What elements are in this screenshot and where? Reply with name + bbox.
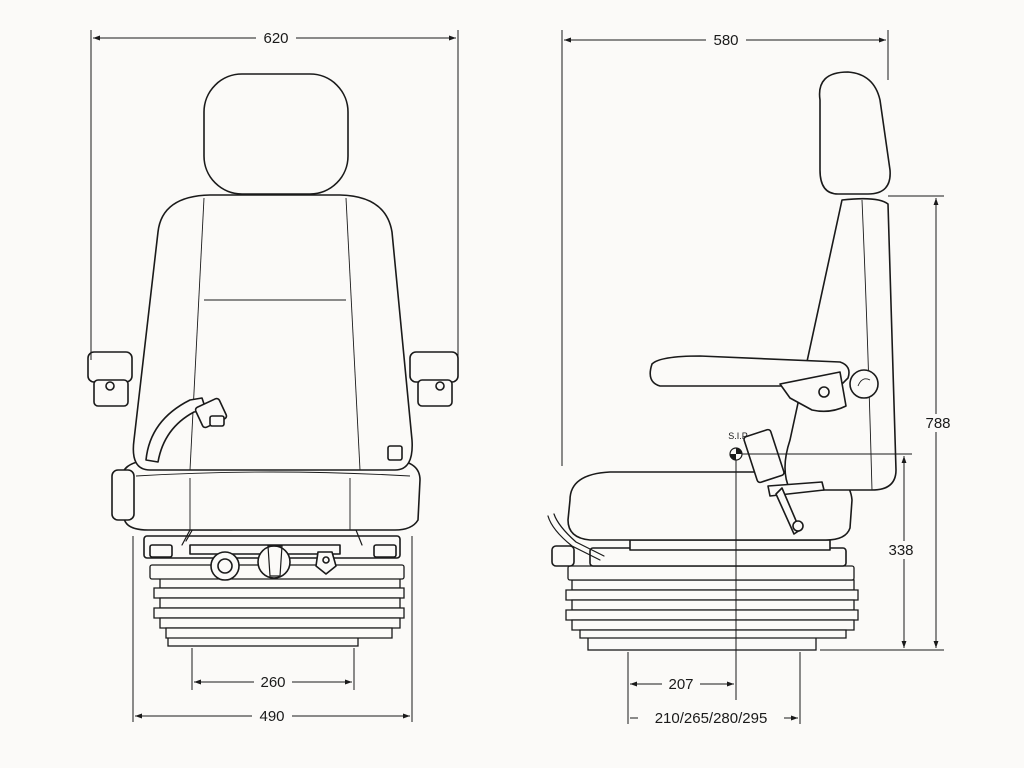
suspension-width-label: 260 xyxy=(260,674,285,691)
side-view xyxy=(547,71,897,651)
front-headrest xyxy=(203,73,349,195)
sip-marker-label: S.I.P xyxy=(728,431,748,441)
side-headrest xyxy=(818,71,891,195)
side-bellows xyxy=(565,565,859,651)
sip-height-label: 338 xyxy=(888,542,913,559)
side-belt-buckle xyxy=(743,428,825,535)
front-base-frame xyxy=(143,514,401,581)
overall-width-label: 620 xyxy=(263,30,288,47)
side-base-frame xyxy=(547,513,847,567)
sip-offset-label: 207 xyxy=(668,676,693,693)
front-bellows xyxy=(149,564,405,647)
seat-belt xyxy=(145,397,228,463)
front-backrest xyxy=(132,194,413,471)
side-backrest xyxy=(784,197,897,491)
front-view xyxy=(87,73,459,647)
dimension-labels: 620 580 788 338 S.I.P 260 490 207 210/26… xyxy=(259,30,950,727)
base-width-label: 490 xyxy=(259,708,284,725)
front-armrest-left xyxy=(87,351,133,407)
slide-positions-label: 210/265/280/295 xyxy=(655,710,768,727)
overall-depth-label: 580 xyxy=(713,32,738,49)
overall-height-label: 788 xyxy=(925,415,950,432)
side-armrest xyxy=(649,355,879,413)
dimension-lines xyxy=(90,30,954,726)
front-armrest-right xyxy=(409,351,459,407)
weight-adjust-knob xyxy=(257,545,291,579)
